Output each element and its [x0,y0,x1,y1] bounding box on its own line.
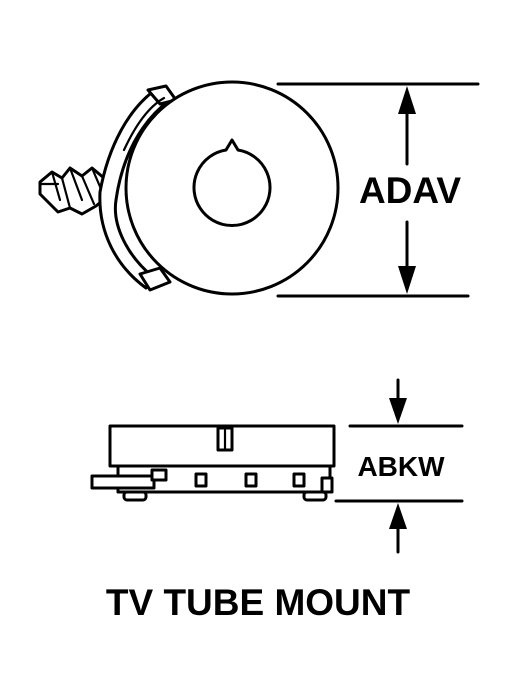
mount-top-view [38,80,340,296]
dimension-adav: ADAV [276,82,480,298]
mount-side-view [90,424,336,502]
dimension-label-abkw: ABKW [357,451,445,482]
dimension-label-adav: ADAV [359,170,461,211]
spring-clip [98,84,178,292]
keyed-center-hole [192,138,272,227]
dimension-abkw: ABKW [334,378,464,554]
wire-coil [38,166,110,216]
side-tab [90,474,156,490]
diagram-title: TV TUBE MOUNT [106,582,411,623]
